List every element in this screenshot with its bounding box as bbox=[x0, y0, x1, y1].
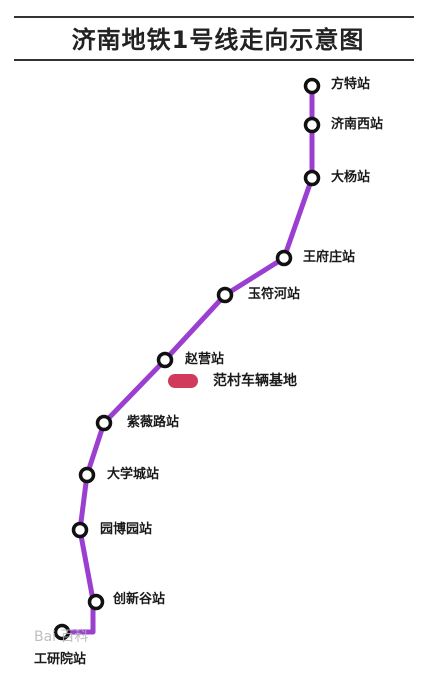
depot-label: 范村车辆基地 bbox=[213, 373, 297, 389]
station-marker bbox=[87, 593, 105, 611]
station-label-fangte: 方特站 bbox=[331, 77, 371, 92]
map-title: 济南地铁1号线走向示意图 bbox=[71, 26, 365, 54]
title-top-rule bbox=[14, 16, 414, 18]
station-marker bbox=[53, 623, 71, 641]
station-marker bbox=[216, 286, 234, 304]
station-label-gongyanyuan: 工研院站 bbox=[34, 652, 87, 667]
depot-marker bbox=[168, 374, 198, 388]
station-label-yufuhe: 玉符河站 bbox=[248, 287, 301, 302]
station-marker bbox=[303, 116, 321, 134]
station-label-wangfuzhuang: 王府庄站 bbox=[303, 250, 356, 265]
station-marker bbox=[275, 249, 293, 267]
station-label-yuanboyuan: 园博园站 bbox=[100, 522, 153, 537]
watermark: Bai 百科 bbox=[34, 629, 89, 645]
station-marker bbox=[156, 351, 174, 369]
station-label-dayang: 大杨站 bbox=[331, 170, 371, 185]
station-label-jinanxi: 济南西站 bbox=[331, 117, 384, 132]
station-label-daxuecheng: 大学城站 bbox=[107, 467, 160, 482]
title-bar: 济南地铁1号线走向示意图 bbox=[0, 0, 436, 64]
station-marker bbox=[71, 521, 89, 539]
station-label-chuangxingu: 创新谷站 bbox=[113, 592, 166, 607]
station-marker bbox=[303, 77, 321, 95]
station-marker bbox=[303, 169, 321, 187]
station-marker bbox=[78, 466, 96, 484]
station-label-zhaoying: 赵营站 bbox=[185, 352, 225, 367]
title-bottom-rule bbox=[14, 59, 414, 61]
station-label-ziweilu: 紫薇路站 bbox=[127, 415, 180, 430]
station-marker bbox=[95, 414, 113, 432]
